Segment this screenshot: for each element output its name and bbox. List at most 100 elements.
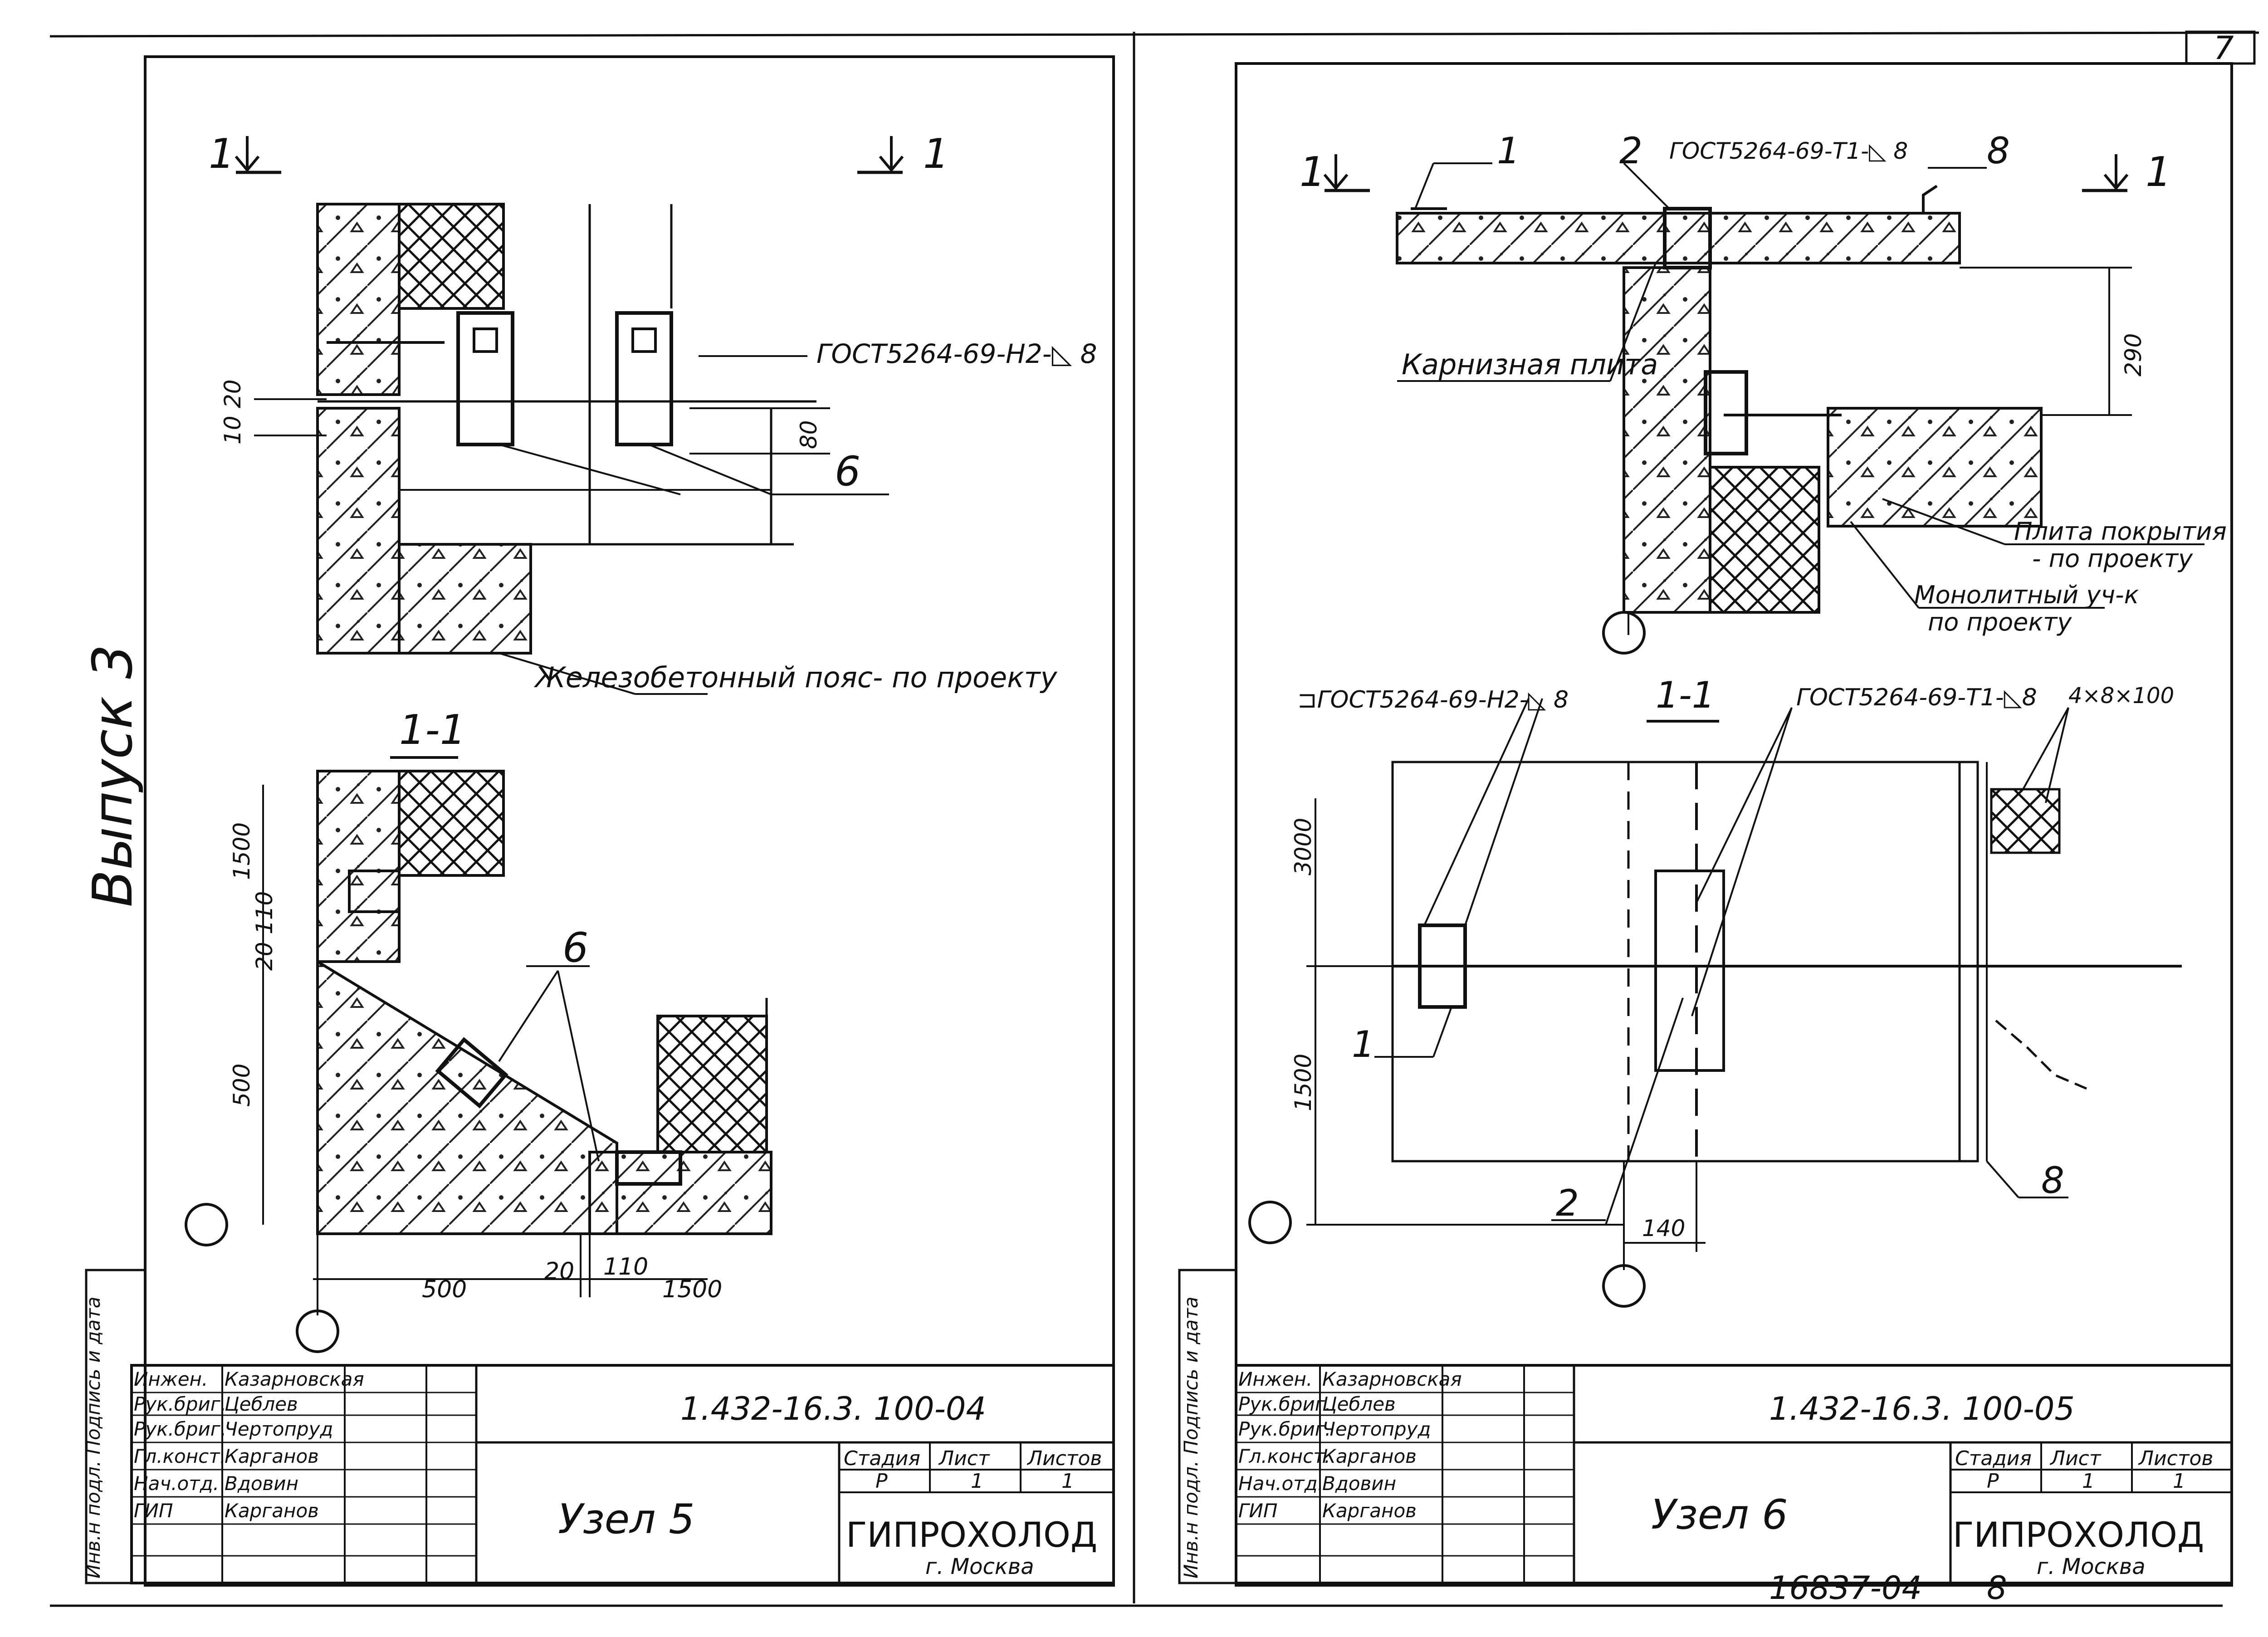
svg-text:1: 1 [923,130,949,178]
callout-2-top: 2 [1619,130,1642,172]
stamp-city-right: г. Москва [2037,1554,2146,1579]
stamp-name-0: Казарновская [225,1368,364,1390]
callout-6-section: 6 [562,924,588,972]
right-sheet: 1 1 [1178,62,2233,1587]
dim-plan-80: 80 [796,420,822,449]
stamp-role-0: Инжен. [134,1368,208,1390]
stamp-code-left: 1.432-16.3. 100-04 [680,1390,986,1427]
stamp-sheets-hdr-right: Листов [2138,1447,2213,1470]
stamp-sheet-left: 1 [971,1470,983,1493]
section-marker-right-b: 1 [2082,148,2171,196]
gost-t1-section: ГОСТ5264-69-Т1-◺8 [1796,684,2037,711]
section-title-left: 1-1 [399,706,466,754]
stamp-name-1: Цеблев [225,1393,298,1415]
axis-marker-right-c [1602,1264,1646,1308]
stamp-stage-hdr-right: Стадия [1955,1447,2032,1470]
stamp-org-left: ГИПРОХОЛОД [846,1515,1097,1555]
section-marker-left-b: 1 [857,130,949,178]
callout-1-top: 1 [1497,130,1520,172]
stamp-r-name-3: Карганов [1322,1445,1417,1467]
dim-section-1500-h: 1500 [662,1276,722,1303]
side-stamp-right: Инв.н подл. Подпись и дата [1180,1297,1202,1578]
stamp-name-4: Вдовин [225,1472,298,1495]
axis-marker-right-a [1602,611,1646,655]
stamp-role-5: ГИП [134,1500,173,1522]
dim-1500: 1500 [1290,1054,1316,1111]
svg-text:1: 1 [2146,148,2171,196]
left-sheet: 1 1 [82,55,1115,1587]
callout-8-section: 8 [2041,1159,2064,1202]
callout-6-plan: 6 [835,448,860,495]
stamp-role-4: Нач.отд. [134,1472,219,1495]
stamp-role-3: Гл.конст. [134,1445,226,1467]
dim-140: 140 [1642,1215,1685,1241]
stamp-sheets-left: 1 [1061,1470,1074,1493]
top-detail-node-6 [1396,162,2204,635]
gost-label-plan: ГОСТ5264-69-Н2-◺ 8 [816,338,1097,369]
dim-section-1500: 1500 [229,822,255,880]
section-view-node-6 [1306,698,2182,1270]
svg-text:1: 1 [209,130,235,178]
stamp-r-role-2: Рук.бриг. [1238,1418,1331,1440]
stamp-r-role-1: Рук.бриг. [1238,1393,1331,1415]
roof-note-1: Плита покрытия [2014,517,2227,546]
mono-note-2: по проекту [1928,608,2072,636]
stamp-role-2: Рук.бриг. [134,1418,226,1440]
callout-1-section: 1 [1352,1023,1375,1065]
dim-section-500-h: 500 [422,1276,467,1303]
dim-section-110-h: 110 [603,1253,648,1280]
stamp-title-right: Узел 6 [1651,1491,1788,1539]
stamp-sheets-right: 1 [2173,1470,2185,1493]
stamp-name-5: Карганов [225,1500,319,1522]
svg-text:1: 1 [1300,148,1325,196]
stamp-r-name-4: Вдовин [1322,1472,1396,1495]
stamp-sheet-right: 1 [2082,1470,2095,1493]
inventory-sheet: 8 [1987,1569,2007,1607]
dim-section-20: 20 [251,942,278,971]
stamp-r-role-4: Нач.отд. [1238,1472,1324,1495]
eaves-note: Карнизная плита [1402,348,1658,381]
inventory-number: 16837-04 [1769,1569,1922,1607]
stamp-r-name-1: Цеблев [1322,1393,1396,1415]
dim-section-20-h: 20 [544,1258,574,1285]
mono-note-1: Монолитный уч-к [1914,581,2139,609]
title-block-left [130,1364,1115,1584]
stamp-r-name-2: Чертопруд [1322,1418,1431,1440]
stamp-role-1: Рук.бриг. [134,1393,226,1415]
belt-note: Железобетонный пояс- по проекту [533,661,1058,694]
stamp-stage-hdr-left: Стадия [844,1447,920,1470]
section-title-right: 1-1 [1656,674,1715,716]
stamp-city-left: г. Москва [925,1554,1034,1579]
axis-marker-right-b [1248,1201,1292,1244]
title-block-right [1235,1364,2233,1584]
stamp-r-role-0: Инжен. [1238,1368,1312,1390]
stamp-r-role-5: ГИП [1238,1500,1277,1522]
dim-plan-10: 10 [220,415,246,445]
stamp-name-3: Карганов [225,1445,319,1467]
stamp-sheet-hdr-right: Лист [2049,1447,2102,1470]
gost-t1-top: ГОСТ5264-69-Т1-◺ 8 [1669,138,1908,164]
dim-plan-20: 20 [220,379,246,408]
axis-marker-left-b [296,1310,339,1353]
dim-3000: 3000 [1290,818,1316,875]
callout-8-top: 8 [1987,130,2010,172]
stamp-org-right: ГИПРОХОЛОД [1953,1515,2204,1555]
callout-2-section: 2 [1556,1182,1579,1224]
stamp-stage-right: Р [1987,1470,1999,1493]
stamp-r-name-0: Казарновская [1322,1368,1462,1390]
roof-note-2: - по проекту [2032,544,2193,573]
section-marker-right-a: 1 [1300,148,1370,196]
stamp-r-role-3: Гл.конст. [1238,1445,1330,1467]
stamp-stage-left: Р [875,1470,888,1493]
stamp-sheet-hdr-left: Лист [938,1447,990,1470]
section-view-node-5 [262,770,772,1315]
stamp-name-2: Чертопруд [225,1418,333,1440]
volume-label: Выпуск 3 [82,645,145,908]
dim-290: 290 [2120,333,2146,376]
dim-section-110: 110 [251,891,278,934]
section-marker-left-a: 1 [209,130,281,178]
studs-label: 4×8×100 [2068,683,2174,709]
stamp-title-left: Узел 5 [558,1495,694,1543]
stamp-sheets-hdr-left: Листов [1026,1447,1102,1470]
page-number: 7 [2214,29,2234,67]
